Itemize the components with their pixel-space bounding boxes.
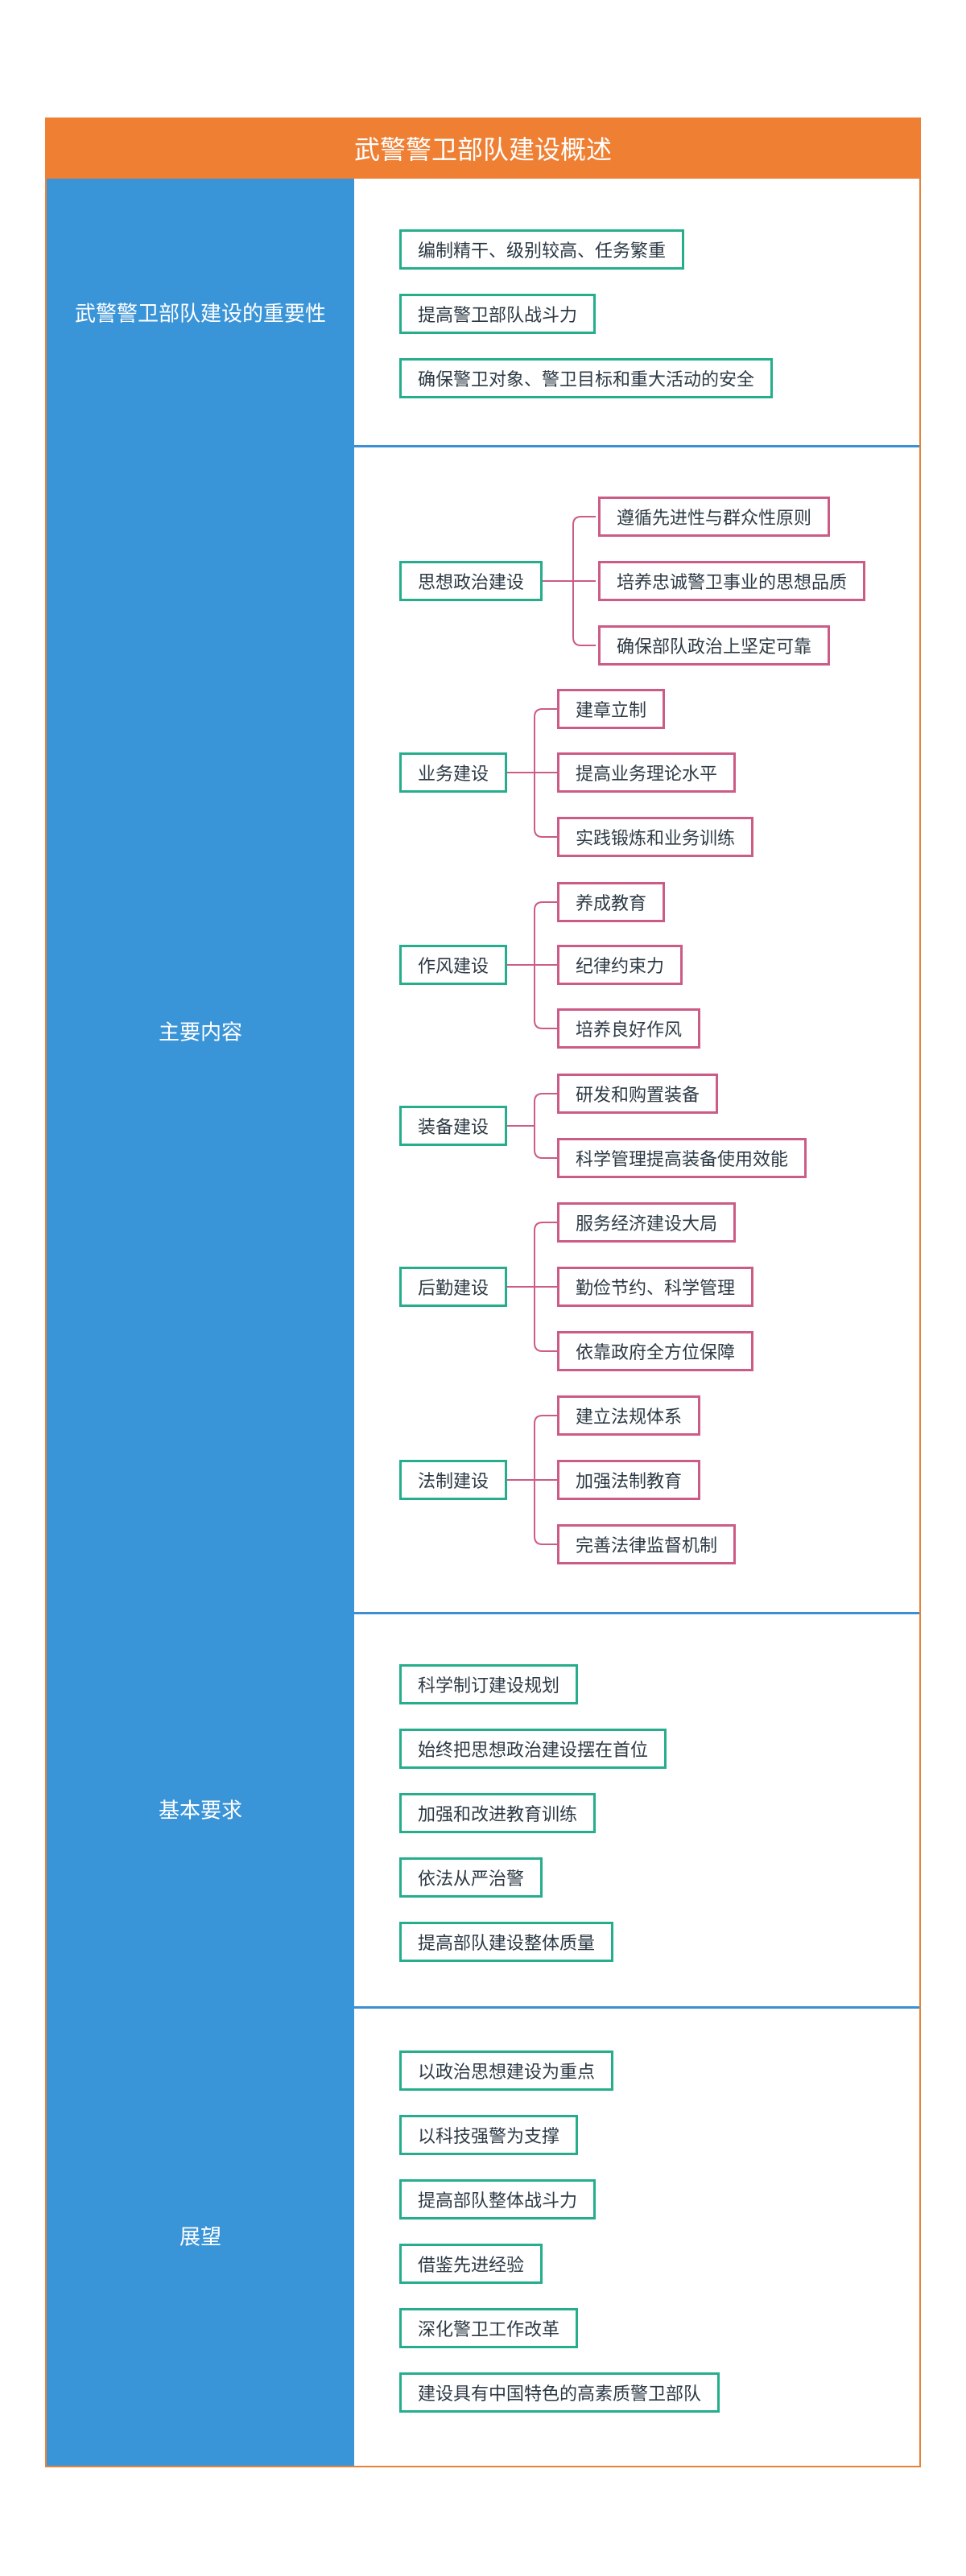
node-logistics[interactable]: 后勤建设 [399, 1267, 508, 1307]
node-outlook-5[interactable]: 深化警卫工作改革 [399, 2308, 579, 2348]
section-label-outlook: 展望 [179, 2224, 221, 2249]
subnode-logistics-1[interactable]: 服务经济建设大局 [557, 1202, 737, 1243]
node-outlook-6[interactable]: 建设具有中国特色的高素质警卫部队 [399, 2372, 720, 2413]
map-title: 武警警卫部队建设概述 [45, 117, 921, 179]
node-requirement-3[interactable]: 加强和改进教育训练 [399, 1793, 597, 1833]
subnode-equipment-2[interactable]: 科学管理提高装备使用效能 [557, 1138, 807, 1178]
node-importance-3[interactable]: 确保警卫对象、警卫目标和重大活动的安全 [399, 358, 774, 398]
node-importance-2[interactable]: 提高警卫部队战斗力 [399, 294, 597, 334]
subnode-ideological-2[interactable]: 培养忠诚警卫事业的思想品质 [598, 561, 866, 601]
subnode-legal-3[interactable]: 完善法律监督机制 [557, 1524, 737, 1564]
subnode-style-2[interactable]: 纪律约束力 [557, 945, 683, 985]
node-outlook-1[interactable]: 以政治思想建设为重点 [399, 2050, 614, 2091]
node-requirement-4[interactable]: 依法从严治警 [399, 1857, 543, 1898]
subnode-business-2[interactable]: 提高业务理论水平 [557, 752, 737, 793]
section-label-importance: 武警警卫部队建设的重要性 [74, 301, 326, 326]
node-outlook-4[interactable]: 借鉴先进经验 [399, 2244, 543, 2284]
node-ideological-political[interactable]: 思想政治建设 [399, 561, 543, 601]
node-requirement-2[interactable]: 始终把思想政治建设摆在首位 [399, 1729, 667, 1769]
node-equipment[interactable]: 装备建设 [399, 1106, 508, 1146]
subnode-logistics-2[interactable]: 勤俭节约、科学管理 [557, 1267, 754, 1307]
subnode-ideological-3[interactable]: 确保部队政治上坚定可靠 [598, 625, 831, 666]
node-business[interactable]: 业务建设 [399, 752, 508, 793]
node-work-style[interactable]: 作风建设 [399, 945, 508, 985]
section-divider [354, 445, 919, 447]
node-importance-1[interactable]: 编制精干、级别较高、任务繁重 [399, 229, 685, 270]
subnode-ideological-1[interactable]: 遵循先进性与群众性原则 [598, 497, 831, 537]
subnode-business-1[interactable]: 建章立制 [557, 689, 666, 729]
subnode-style-1[interactable]: 养成教育 [557, 882, 666, 922]
section-label-basic-requirements: 基本要求 [158, 1798, 242, 1823]
section-divider [354, 1612, 919, 1614]
node-legal-system[interactable]: 法制建设 [399, 1460, 508, 1500]
node-outlook-3[interactable]: 提高部队整体战斗力 [399, 2179, 597, 2219]
node-outlook-2[interactable]: 以科技强警为支撑 [399, 2115, 579, 2155]
subnode-style-3[interactable]: 培养良好作风 [557, 1008, 701, 1049]
subnode-legal-2[interactable]: 加强法制教育 [557, 1460, 701, 1500]
subnode-legal-1[interactable]: 建立法规体系 [557, 1395, 701, 1436]
section-label-main-content: 主要内容 [158, 1020, 242, 1045]
subnode-equipment-1[interactable]: 研发和购置装备 [557, 1074, 719, 1114]
node-requirement-1[interactable]: 科学制订建设规划 [399, 1664, 579, 1704]
subnode-logistics-3[interactable]: 依靠政府全方位保障 [557, 1331, 754, 1371]
subnode-business-3[interactable]: 实践锻炼和业务训练 [557, 817, 754, 857]
connector-bracket [534, 1093, 557, 1159]
section-divider [354, 2006, 919, 2009]
node-requirement-5[interactable]: 提高部队建设整体质量 [399, 1922, 614, 1962]
left-category-panel [47, 179, 354, 2466]
